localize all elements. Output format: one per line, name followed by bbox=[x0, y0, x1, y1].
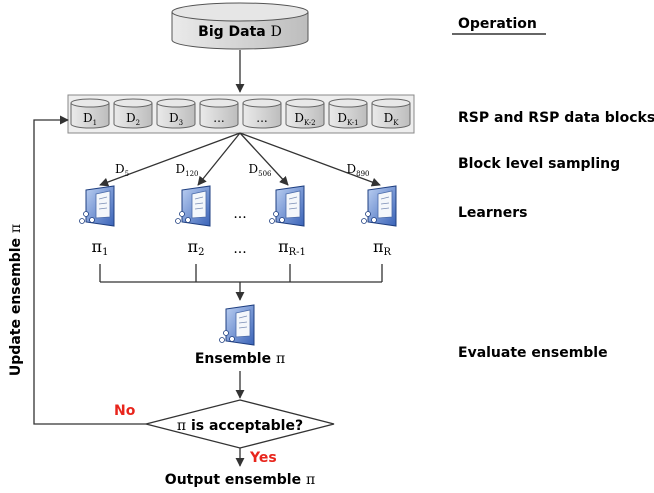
sample-label: D5 bbox=[115, 162, 129, 178]
ensemble-label: Ensemble π bbox=[195, 351, 285, 367]
update-ensemble-label: Update ensemble π bbox=[8, 224, 24, 376]
sample-label: D506 bbox=[249, 162, 273, 178]
output-ensemble-label: Output ensemble π bbox=[165, 472, 315, 488]
learner-label: π1 bbox=[92, 237, 109, 258]
rsp-block-label: ... bbox=[213, 111, 224, 125]
arrow-to-learner-1 bbox=[99, 132, 241, 187]
big-data-label: Big Data D bbox=[198, 24, 282, 40]
decision-label: π is acceptable? bbox=[177, 418, 303, 434]
rsp-block-label: DK bbox=[384, 111, 400, 127]
stage-rsp-label: RSP and RSP data blocks bbox=[458, 110, 654, 126]
learner-icon bbox=[269, 185, 305, 227]
rsp-blocks: D1 D2 D3...... DK-2 DK-1 DK bbox=[70, 98, 411, 129]
sample-labels: D5 D120 D506 D890 bbox=[115, 162, 370, 178]
merge-lines bbox=[99, 264, 383, 301]
rsp-block-label: D2 bbox=[126, 111, 140, 127]
sample-label: D890 bbox=[347, 162, 370, 178]
rsp-block-cylinder bbox=[328, 98, 368, 129]
rsp-block-cylinder bbox=[371, 98, 411, 129]
learner-label: πR bbox=[373, 237, 392, 258]
rsp-block-cylinder bbox=[113, 98, 153, 129]
rsp-block-cylinder bbox=[199, 98, 239, 129]
yes-label: Yes bbox=[249, 450, 277, 466]
no-label: No bbox=[114, 403, 136, 419]
stage-learners-label: Learners bbox=[458, 205, 527, 221]
sampling-arrows bbox=[99, 132, 381, 187]
ensemble-icon bbox=[219, 304, 255, 346]
rsp-block-label: D3 bbox=[169, 111, 183, 127]
rsp-block-cylinder bbox=[70, 98, 110, 129]
learner-icons-ellipsis: ... bbox=[233, 206, 246, 222]
learner-label: π2 bbox=[188, 237, 205, 258]
stage-evaluate-label: Evaluate ensemble bbox=[458, 345, 608, 361]
feedback-loop-line bbox=[33, 115, 146, 425]
arrow-to-learner-4 bbox=[239, 132, 381, 187]
big-data-cylinder bbox=[171, 2, 309, 50]
arrow-to-learner-2 bbox=[197, 132, 241, 186]
operation-heading: Operation bbox=[458, 16, 537, 32]
rsp-block-cylinder bbox=[285, 98, 325, 129]
learner-icon bbox=[361, 185, 397, 227]
rsp-block-label: DK-1 bbox=[337, 111, 358, 127]
rsp-block-cylinder bbox=[242, 98, 282, 129]
learner-icons bbox=[79, 185, 397, 227]
learner-icon bbox=[219, 304, 255, 346]
learner-icon bbox=[175, 185, 211, 227]
rsp-block-label: DK-2 bbox=[294, 111, 315, 127]
learner-icon bbox=[79, 185, 115, 227]
learner-label: πR-1 bbox=[278, 237, 306, 258]
rsp-block-label: ... bbox=[256, 111, 267, 125]
rsp-block-cylinder bbox=[156, 98, 196, 129]
sample-label: D120 bbox=[176, 162, 199, 178]
arrow-to-learner-3 bbox=[239, 132, 289, 186]
rsp-block-label: D1 bbox=[83, 111, 97, 127]
learner-labels: π1 π2 πR-1 πR bbox=[92, 237, 392, 258]
learner-labels-ellipsis: ... bbox=[233, 241, 246, 257]
stage-sampling-label: Block level sampling bbox=[458, 156, 620, 172]
